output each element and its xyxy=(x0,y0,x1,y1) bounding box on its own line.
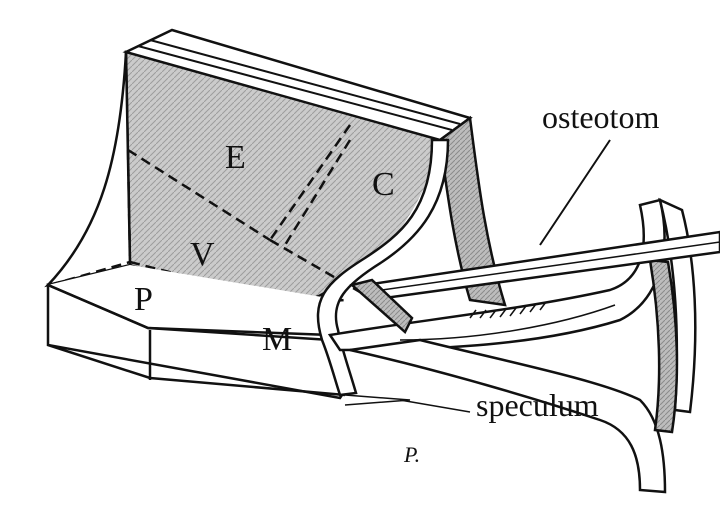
base-bottom-line xyxy=(47,343,346,397)
septum-plate xyxy=(44,28,507,307)
label-c: C xyxy=(372,166,395,203)
plate-top-line-1 xyxy=(137,45,453,131)
label-speculum: speculum xyxy=(476,387,599,423)
osteotom-shaft-line xyxy=(367,241,720,293)
plate-right-side xyxy=(438,115,507,307)
osteotom-leader-line xyxy=(539,139,611,246)
speculum-blade-hatch xyxy=(469,301,547,319)
septum-cross-section xyxy=(316,138,450,397)
label-v: V xyxy=(190,236,215,273)
base-block xyxy=(46,265,411,406)
cut-line-p-top xyxy=(49,260,131,287)
speculum-leader-line xyxy=(399,399,471,413)
speculum-inner-line xyxy=(399,304,616,341)
base-right-drop xyxy=(344,394,411,406)
label-m: M xyxy=(262,321,292,358)
plate-top-line-2 xyxy=(149,39,461,125)
plate-left-side xyxy=(44,51,132,288)
cut-line-e-diagonal xyxy=(127,148,271,242)
cut-line-e-c xyxy=(268,124,352,241)
cut-line-left-vert xyxy=(126,149,132,263)
artist-signature: P. xyxy=(403,442,420,467)
cross-section-curve xyxy=(316,138,450,397)
osteotom-blade xyxy=(349,278,414,335)
base-front-edge xyxy=(47,283,331,342)
cut-line-c-v xyxy=(283,139,352,246)
label-osteotom: osteotom xyxy=(542,99,659,135)
speculum-lower-blade xyxy=(349,338,667,494)
speculum-handle-shade xyxy=(648,258,679,434)
region-c-face xyxy=(350,130,440,262)
base-top xyxy=(48,265,340,335)
label-e: E xyxy=(225,139,246,176)
osteotom-instrument xyxy=(349,139,720,335)
label-p: P xyxy=(134,281,153,318)
